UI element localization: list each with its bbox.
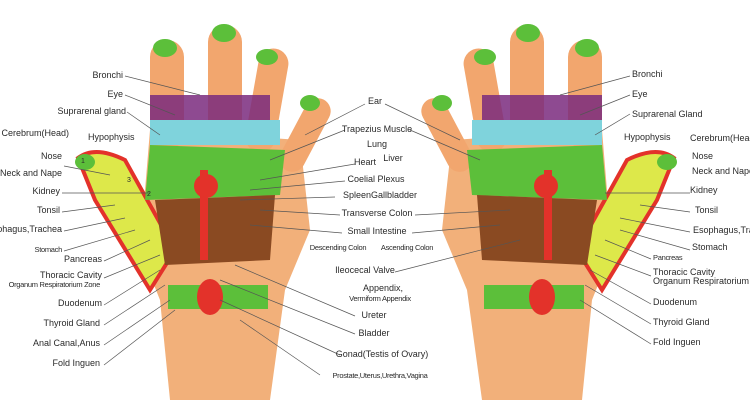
label-cerebrum-right: Cerebrum(Head xyxy=(690,133,750,143)
label-cerebrum-left: Cerebrum(Head) xyxy=(1,128,69,138)
label-organum-right: Organum Respiratorium Z xyxy=(653,276,750,286)
left-ureter xyxy=(200,170,208,260)
label-eye-right: Eye xyxy=(632,89,648,99)
label-organum-left: Organum Respiratorium Zone xyxy=(8,280,101,289)
label-hypophysis-right: Hypophysis xyxy=(624,132,671,142)
label-appendix: Appendix, xyxy=(362,283,404,293)
left-thumb-tip xyxy=(75,154,95,170)
label-kidney-left: Kidney xyxy=(32,186,60,196)
left-green-zone xyxy=(145,145,285,200)
label-pancreas-left: Pancreas xyxy=(63,254,102,264)
label-small-intestine: Small Intestine xyxy=(347,226,407,236)
label-pancreas-right: Pancreas xyxy=(653,253,683,262)
left-kidney-zone xyxy=(194,174,218,198)
right-hand xyxy=(421,24,677,400)
label-bladder: Bladder xyxy=(358,328,390,338)
label-coelial-plexus: Coelial Plexus xyxy=(347,174,405,184)
label-tonsil-left: Tonsil xyxy=(36,205,60,215)
label-stomach-right: Stomach xyxy=(692,242,728,252)
label-thyroid-right: Thyroid Gland xyxy=(653,317,710,327)
label-spleen: Spleen xyxy=(342,190,372,200)
label-nose-right: Nose xyxy=(692,151,714,161)
left-finger-tip-zone xyxy=(256,49,278,65)
label-ear: Ear xyxy=(367,96,383,106)
label-tonsil-right: Tonsil xyxy=(695,205,719,215)
label-liver: Liver xyxy=(383,153,403,163)
label-ileocecal-valve: Ileocecal Valve xyxy=(335,265,395,275)
label-lung: Lung xyxy=(366,139,388,149)
label-gallbladder: Gallbladder xyxy=(370,190,418,200)
label-neck-left: Neck and Nape xyxy=(0,168,62,178)
label-neck-right: Neck and Nape xyxy=(692,166,750,176)
label-duodenum-right: Duodenum xyxy=(653,297,698,307)
left-finger-tip-zone xyxy=(153,39,177,57)
label-bronchi-right: Bronchi xyxy=(632,69,663,79)
label-trapezius: Trapezius Muscle xyxy=(341,124,413,134)
label-suprarenal-left: Suprarenal gland xyxy=(57,106,126,116)
label-bronchi-left: Bronchi xyxy=(92,70,123,80)
label-duodenum-left: Duodenum xyxy=(57,298,102,308)
label-gonad: Gonad(Testis of Ovary) xyxy=(335,349,429,359)
label-kidney-right: Kidney xyxy=(690,185,718,195)
label-thoracic-right: Thoracic Cavity xyxy=(653,267,716,277)
label-anal-left: Anal Canal,Anus xyxy=(32,338,100,348)
label-fold-inguen-right: Fold Inguen xyxy=(653,337,701,347)
label-ureter: Ureter xyxy=(361,310,387,320)
left-intestine-zone xyxy=(155,195,275,265)
leader-lines xyxy=(61,75,691,376)
label-vermiform-appendix: Vermiform Appendix xyxy=(349,294,411,303)
label-suprarenal-right: Suprarenal Gland xyxy=(632,109,703,119)
zone-number: 2 xyxy=(147,191,151,198)
left-finger-tip-zone xyxy=(300,95,320,111)
left-hand xyxy=(75,24,331,400)
label-eye-left: Eye xyxy=(107,89,123,99)
label-thoracic-left: Thoracic Cavity xyxy=(39,270,102,280)
left-gonad-zone xyxy=(197,279,223,315)
label-nose-left: Nose xyxy=(40,151,62,161)
left-cyan-zone xyxy=(150,120,280,145)
label-stomach-left: Stomach xyxy=(34,245,63,254)
label-thyroid-left: Thyroid Gland xyxy=(43,318,100,328)
label-hypophysis-left: Hypophysis xyxy=(88,132,135,142)
zone-number: 1 xyxy=(81,158,85,165)
label-esophagus-right: Esophagus,Trac xyxy=(693,225,750,235)
label-descending-colon: Descending Colon xyxy=(309,243,367,252)
label-esophagus-left: Esophagus,Trachea xyxy=(0,224,62,234)
label-prostate: Prostate,Uterus,Urethra,Vagina xyxy=(332,371,428,380)
label-ascending-colon: Ascending Colon xyxy=(380,243,434,252)
zone-number: 3 xyxy=(127,177,131,184)
label-fold-inguen-left: Fold Inguen xyxy=(52,358,100,368)
label-heart: Heart xyxy=(353,157,377,167)
left-finger-tip-zone xyxy=(212,24,236,42)
label-transverse-colon: Transverse Colon xyxy=(341,208,413,218)
